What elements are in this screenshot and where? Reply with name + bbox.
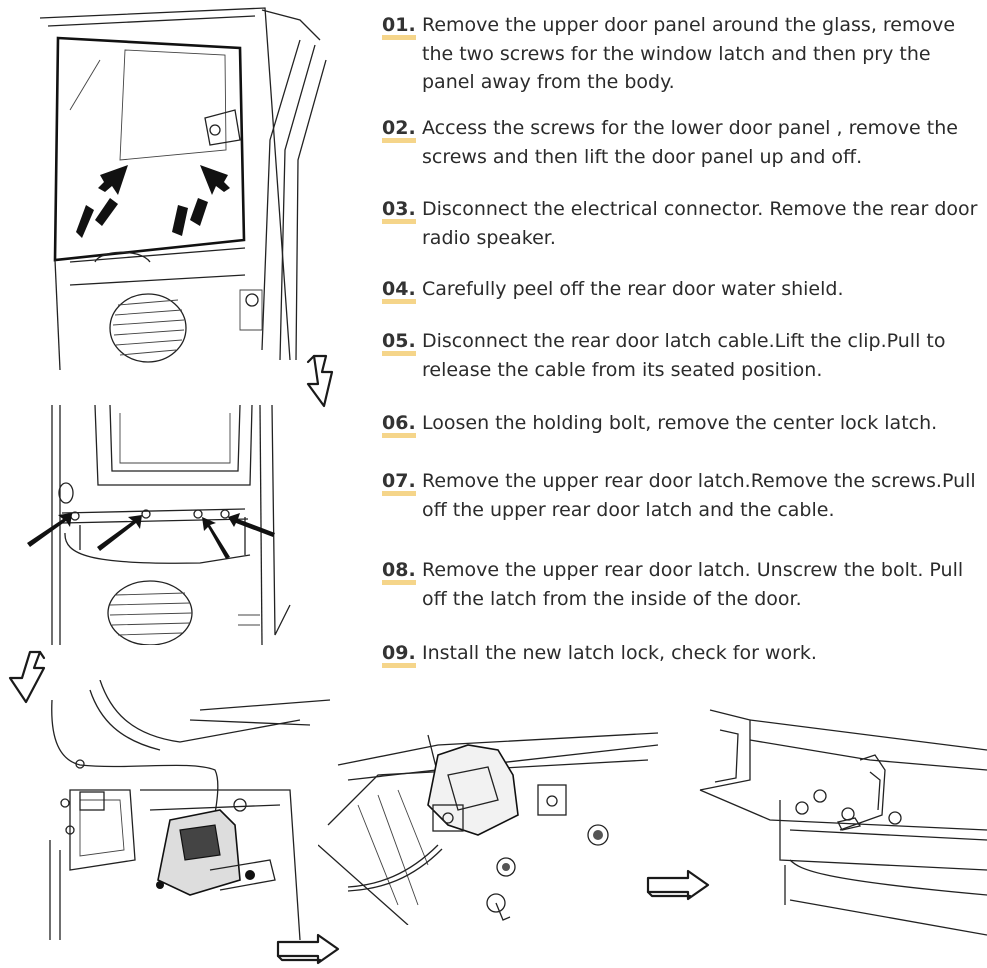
illustration-upper-latch: [690, 700, 987, 950]
instruction-steps: 01. Remove the upper door panel around t…: [382, 0, 982, 680]
step-8: 08. Remove the upper rear door latch. Un…: [382, 556, 982, 613]
illustration-center-lock-latch: [318, 705, 658, 925]
step-4: 04. Carefully peel off the rear door wat…: [382, 275, 982, 304]
step-text: Access the screws for the lower door pan…: [422, 117, 958, 168]
step-text: Carefully peel off the rear door water s…: [422, 278, 844, 300]
step-number: 05.: [382, 327, 416, 356]
right-arrow-icon: [644, 868, 714, 902]
step-5: 05. Disconnect the rear door latch cable…: [382, 327, 982, 384]
step-number: 02.: [382, 114, 416, 143]
step-number: 08.: [382, 556, 416, 585]
step-number: 07.: [382, 467, 416, 496]
step-1: 01. Remove the upper door panel around t…: [382, 11, 982, 97]
step-text: Remove the upper rear door latch.Remove …: [422, 470, 976, 521]
down-arrow-icon: [298, 352, 342, 412]
illustration-latch-cable: [40, 680, 340, 940]
illustration-lower-panel-screws: [0, 405, 300, 645]
step-number: 04.: [382, 275, 416, 304]
step-text: Loosen the holding bolt, remove the cent…: [422, 412, 938, 434]
right-arrow-icon: [274, 932, 344, 966]
step-6: 06. Loosen the holding bolt, remove the …: [382, 409, 982, 438]
step-number: 09.: [382, 639, 416, 668]
step-9: 09. Install the new latch lock, check fo…: [382, 639, 982, 668]
step-3: 03. Disconnect the electrical connector.…: [382, 195, 982, 252]
step-number: 06.: [382, 409, 416, 438]
step-text: Install the new latch lock, check for wo…: [422, 642, 817, 664]
step-number: 01.: [382, 11, 416, 40]
step-number: 03.: [382, 195, 416, 224]
down-arrow-icon: [4, 648, 48, 708]
step-2: 02. Access the screws for the lower door…: [382, 114, 982, 171]
illustration-door-panel: [0, 0, 340, 380]
step-text: Remove the upper door panel around the g…: [422, 14, 956, 93]
step-text: Remove the upper rear door latch. Unscre…: [422, 559, 964, 610]
step-text: Disconnect the rear door latch cable.Lif…: [422, 330, 946, 381]
step-7: 07. Remove the upper rear door latch.Rem…: [382, 467, 982, 524]
step-text: Disconnect the electrical connector. Rem…: [422, 198, 978, 249]
